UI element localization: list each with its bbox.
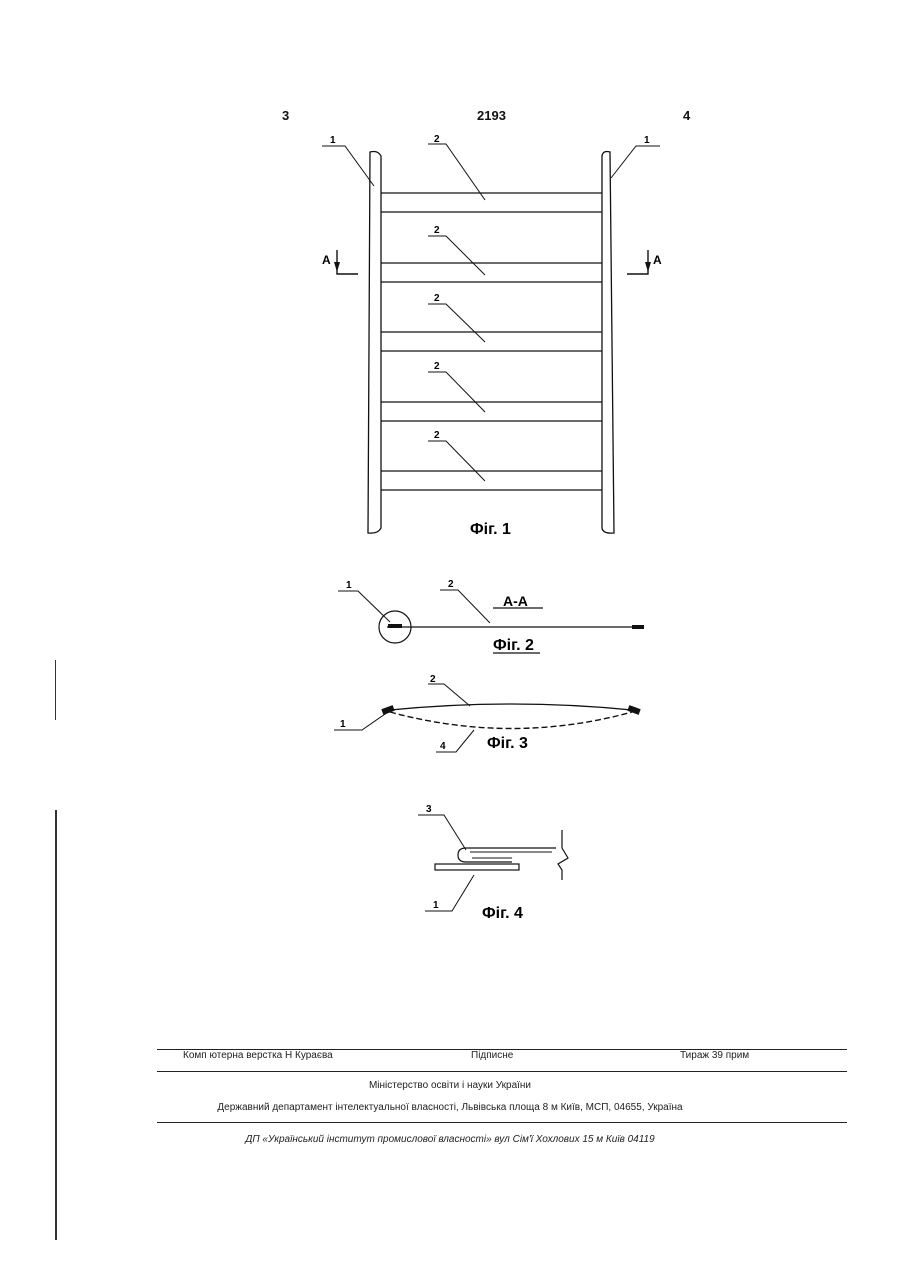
right-rail — [602, 152, 614, 534]
section-title: A-A — [503, 593, 528, 609]
callout-rung: 2 — [434, 134, 440, 145]
callout-rung: 2 — [430, 674, 436, 685]
patent-drawing: 2 2 2 2 2 1 1 A A Фіг. 1 1 2 A-A Фіг. 2 … — [0, 0, 900, 1000]
callout-rail: 1 — [346, 580, 352, 591]
footer-rule-bottom — [157, 1122, 847, 1123]
ministry-line: Міністерство освіти і науки України — [0, 1080, 900, 1091]
fig2-section — [338, 590, 644, 653]
callout-sag: 4 — [440, 741, 446, 752]
fig2-caption: Фіг. 2 — [493, 637, 534, 654]
section-mark-left: A — [322, 253, 331, 267]
footer-rule-mid — [157, 1071, 847, 1072]
callout-rung: 2 — [448, 579, 454, 590]
institute-line: ДП «Український інститут промислової вла… — [0, 1134, 900, 1145]
callout-rail: 1 — [433, 900, 439, 911]
callout-rail: 1 — [330, 135, 336, 146]
fig1-caption: Фіг. 1 — [470, 521, 511, 538]
callout-rung: 2 — [434, 225, 440, 236]
print-run: Тираж 39 прим — [680, 1050, 749, 1061]
callout-rung: 2 — [434, 361, 440, 372]
department-line: Державний департамент інтелектуальної вл… — [0, 1102, 900, 1113]
fig1-ladder — [322, 144, 660, 533]
fig3-caption: Фіг. 3 — [487, 735, 528, 752]
callout-rail: 1 — [340, 719, 346, 730]
subscription-note: Підписне — [471, 1050, 513, 1061]
callout-rung: 2 — [434, 293, 440, 304]
layout-credit: Комп ютерна верстка Н Кураєва — [183, 1050, 333, 1061]
fig4-caption: Фіг. 4 — [482, 905, 523, 922]
section-mark-right: A — [653, 253, 662, 267]
fig4-detail — [418, 815, 568, 911]
callout-hook: 3 — [426, 804, 432, 815]
callout-rung: 2 — [434, 430, 440, 441]
callout-rail: 1 — [644, 135, 650, 146]
rungs — [381, 193, 602, 490]
left-rail — [368, 152, 381, 534]
